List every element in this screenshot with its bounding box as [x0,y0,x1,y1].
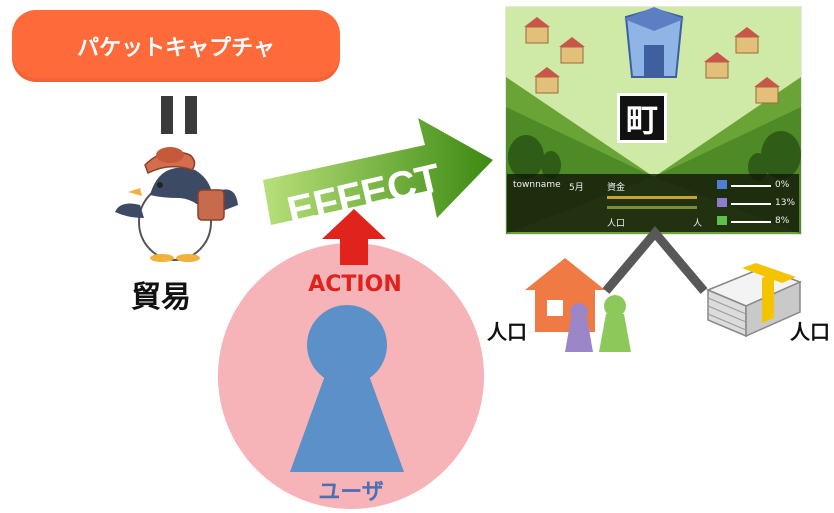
population-label: 人口 [607,219,626,229]
funds-label: 資金 [607,183,626,193]
stat-icon-2 [717,198,727,207]
user-figure-icon [290,305,404,472]
population-right-label: 人口 [790,320,830,344]
equivalence-bars [157,96,203,134]
effect-arrow: EFFECT [263,118,493,230]
stat-line-3 [731,221,771,223]
stat-value-1: 0% [775,180,790,190]
stat-bar [607,206,697,209]
stat-line-2 [731,203,771,205]
stat-value-2: 13% [775,198,796,208]
town-name: townname [513,180,561,190]
stat-icon-3 [717,216,727,225]
population-value: 人 [693,219,703,229]
town-label: 町 [617,93,667,143]
house-population-icon [525,258,631,352]
paper-stack-icon [706,263,802,338]
population-left-label: 人口 [487,320,527,344]
funds-bar [607,196,697,199]
packet-capture-box: パケットキャプチャ [12,10,340,82]
branch-connector [602,226,708,294]
penguin-mascot-icon [115,147,238,262]
packet-capture-label: パケットキャプチャ [77,36,275,61]
action-label: ACTION [308,272,402,297]
action-arrow-icon [322,209,386,265]
stat-value-3: 8% [775,216,790,226]
stat-line-1 [731,185,771,187]
user-label: ユーザ [318,480,384,505]
month-label: 5月 [569,183,584,193]
trade-label: 貿易 [131,280,191,315]
town-status-panel: townname 5月 資金 人口 人 0% 13% 8% [507,174,799,232]
stat-icon-1 [717,180,727,189]
